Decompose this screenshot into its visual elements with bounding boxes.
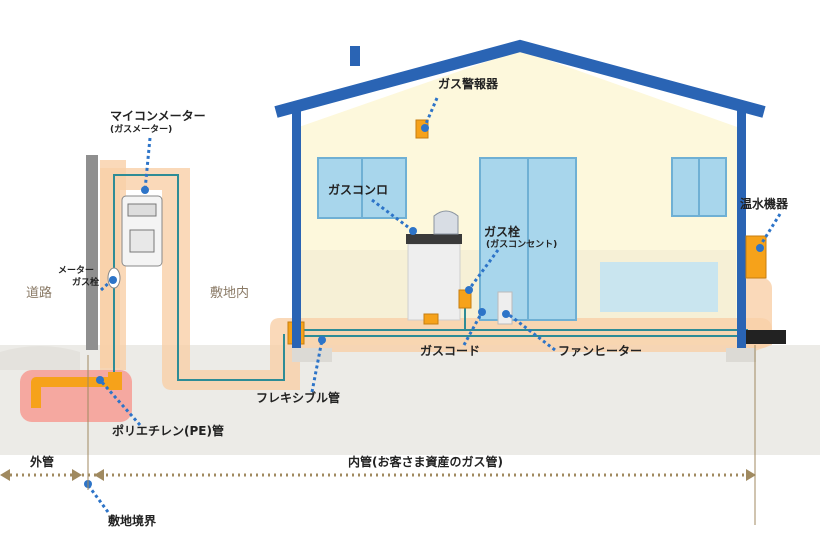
label-premises: 敷地内 — [210, 286, 250, 301]
leader-lines — [86, 97, 782, 513]
label-gas-cord: ガスコード — [420, 344, 481, 358]
house-foundation-right — [726, 348, 756, 362]
label-outer-pipe: 外管 — [30, 455, 55, 469]
house-wall-right — [737, 110, 746, 350]
house-foundation — [292, 348, 332, 362]
leader-dots — [84, 124, 764, 488]
label-gas-stove: ガスコンロ — [328, 183, 389, 197]
label-gas-outlet-sub: (ガスコンセント) — [486, 240, 558, 250]
pipe-riser — [113, 174, 285, 381]
ground — [0, 345, 820, 455]
meter-dial — [129, 229, 155, 253]
pe-joint — [108, 372, 122, 390]
label-fan-heater: ファンヒーター — [558, 344, 643, 358]
label-meter-valve-2: ガス栓 — [72, 278, 100, 288]
pipe-zone — [100, 168, 772, 390]
meter-display — [127, 203, 157, 217]
label-water-heater: 温水機器 — [740, 197, 789, 211]
label-micom-meter: マイコンメーター — [110, 109, 206, 123]
house-chimney — [350, 46, 360, 66]
exhaust-pipe — [746, 330, 786, 344]
kettle — [433, 210, 459, 235]
pe-pipe — [31, 377, 118, 408]
arrow-left — [0, 469, 10, 481]
label-inner-pipe: 内管(お客さま資産のガス管) — [348, 455, 503, 469]
stove-top — [406, 234, 462, 244]
arrow-mid-left — [72, 469, 82, 481]
arrow-mid-right — [94, 469, 104, 481]
label-micom-meter-sub: (ガスメーター) — [110, 125, 173, 135]
bathtub — [600, 262, 718, 312]
label-road: 道路 — [26, 286, 53, 301]
label-flexible-pipe: フレキシブル管 — [256, 391, 341, 405]
fan-heater — [497, 291, 513, 325]
stove-counter — [407, 243, 461, 321]
label-gas-alarm: ガス警報器 — [438, 77, 499, 91]
label-gas-outlet: ガス栓 — [484, 225, 521, 239]
label-meter-valve-1: メーター — [58, 266, 95, 276]
label-boundary: 敷地境界 — [108, 514, 157, 528]
water-heater-device — [745, 235, 767, 279]
boundary-wall — [86, 155, 98, 350]
label-pe-pipe: ポリエチレン(PE)管 — [112, 424, 224, 438]
ground-mound — [0, 346, 80, 370]
stove-valve — [423, 313, 439, 325]
arrow-right — [746, 469, 756, 481]
house-roof — [274, 39, 766, 118]
house-wall-left — [292, 110, 301, 350]
